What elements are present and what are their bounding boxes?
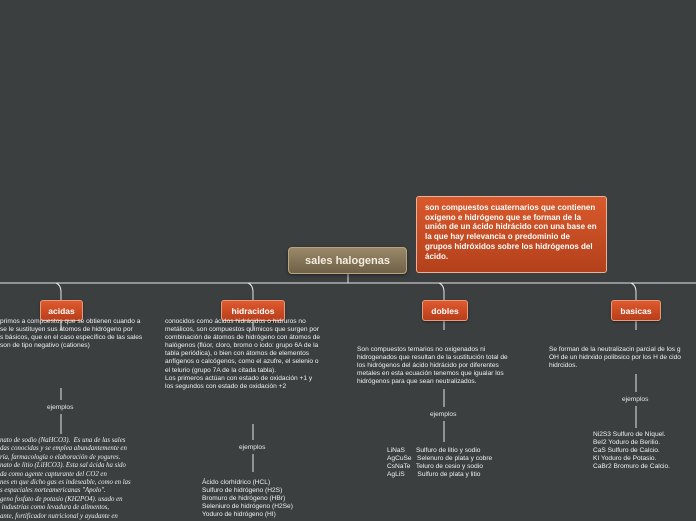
stem-basicas <box>630 282 637 300</box>
hidracidos-examples[interactable]: Ácido clorhídrico (HCL) Sulfuro de hidró… <box>202 479 293 519</box>
acidas-ejemplos-label[interactable]: ejemplos <box>47 404 74 411</box>
branch-hidracidos[interactable]: hidracidos <box>221 300 285 321</box>
hidracidos-ejemplos-label[interactable]: ejemplos <box>239 444 266 451</box>
stem-acidas <box>55 282 62 300</box>
hidracidos-description[interactable]: conocidos como ácidos hidrácidos o hidru… <box>165 318 321 390</box>
dobles-description[interactable]: Son compuestos ternarios no oxigenados n… <box>357 346 508 386</box>
acidas-description[interactable]: primos a compuestos que se obtienen cuan… <box>0 318 143 350</box>
branch-basicas[interactable]: basicas <box>611 300 661 321</box>
branch-acidas[interactable]: acidas <box>40 300 83 321</box>
dobles-ejemplos-label[interactable]: ejemplos <box>430 411 457 418</box>
branch-dobles[interactable]: dobles <box>422 300 468 321</box>
definition-callout[interactable]: son compuestos cuaternarios que contiene… <box>416 196 607 273</box>
basicas-description[interactable]: Se forman de la neutralizacin parcial de… <box>549 346 681 370</box>
stem-hidracidos <box>247 282 254 300</box>
dobles-examples[interactable]: LiNaS Sulfuro de litio y sodio AgCuSe Se… <box>387 447 493 479</box>
basicas-examples[interactable]: Ni2S3 Sulfuro de Níquel. BeI2 Yoduro de … <box>593 431 670 471</box>
basicas-ejemplos-label[interactable]: ejemplos <box>622 396 649 403</box>
root-node[interactable]: sales halogenas <box>288 247 407 274</box>
stem-dobles <box>438 282 445 300</box>
acidas-examples[interactable]: nato de sodio (NaHCO3). Es una de las sa… <box>0 437 131 520</box>
